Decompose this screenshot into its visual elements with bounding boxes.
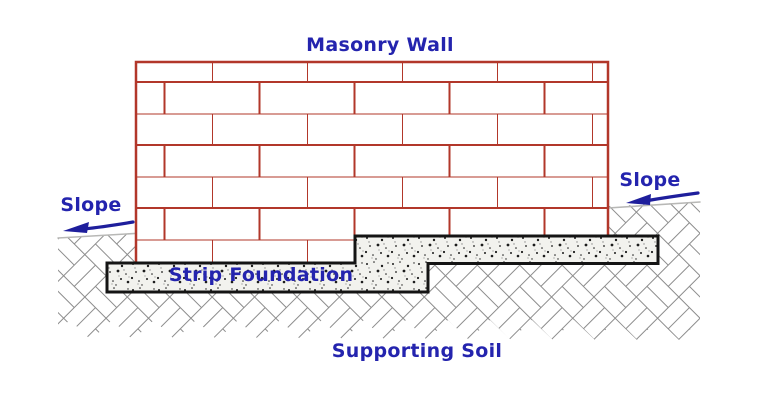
ground-surface-line-right: [607, 201, 701, 209]
masonry-wall-shape: [134, 60, 610, 265]
wall-brick-outline: [134, 60, 610, 265]
supporting-soil-label: Supporting Soil: [331, 340, 503, 362]
strip-foundation-label: Strip Foundation: [168, 264, 354, 286]
ground-surface-line-left: [57, 232, 144, 239]
slope-label-right: Slope: [619, 169, 681, 191]
slope-arrow-left-head: [63, 222, 89, 233]
slope-arrow-right: [626, 191, 700, 205]
slope-arrow-right-shaft: [643, 191, 700, 203]
slope-label-left: Slope: [60, 194, 122, 216]
slope-arrow-right-head: [626, 194, 651, 205]
slope-arrow-left-shaft: [81, 220, 135, 231]
slope-arrow-left: [63, 220, 135, 233]
masonry-wall-label: Masonry Wall: [306, 34, 454, 56]
strip-foundation-shape: [105, 234, 660, 294]
